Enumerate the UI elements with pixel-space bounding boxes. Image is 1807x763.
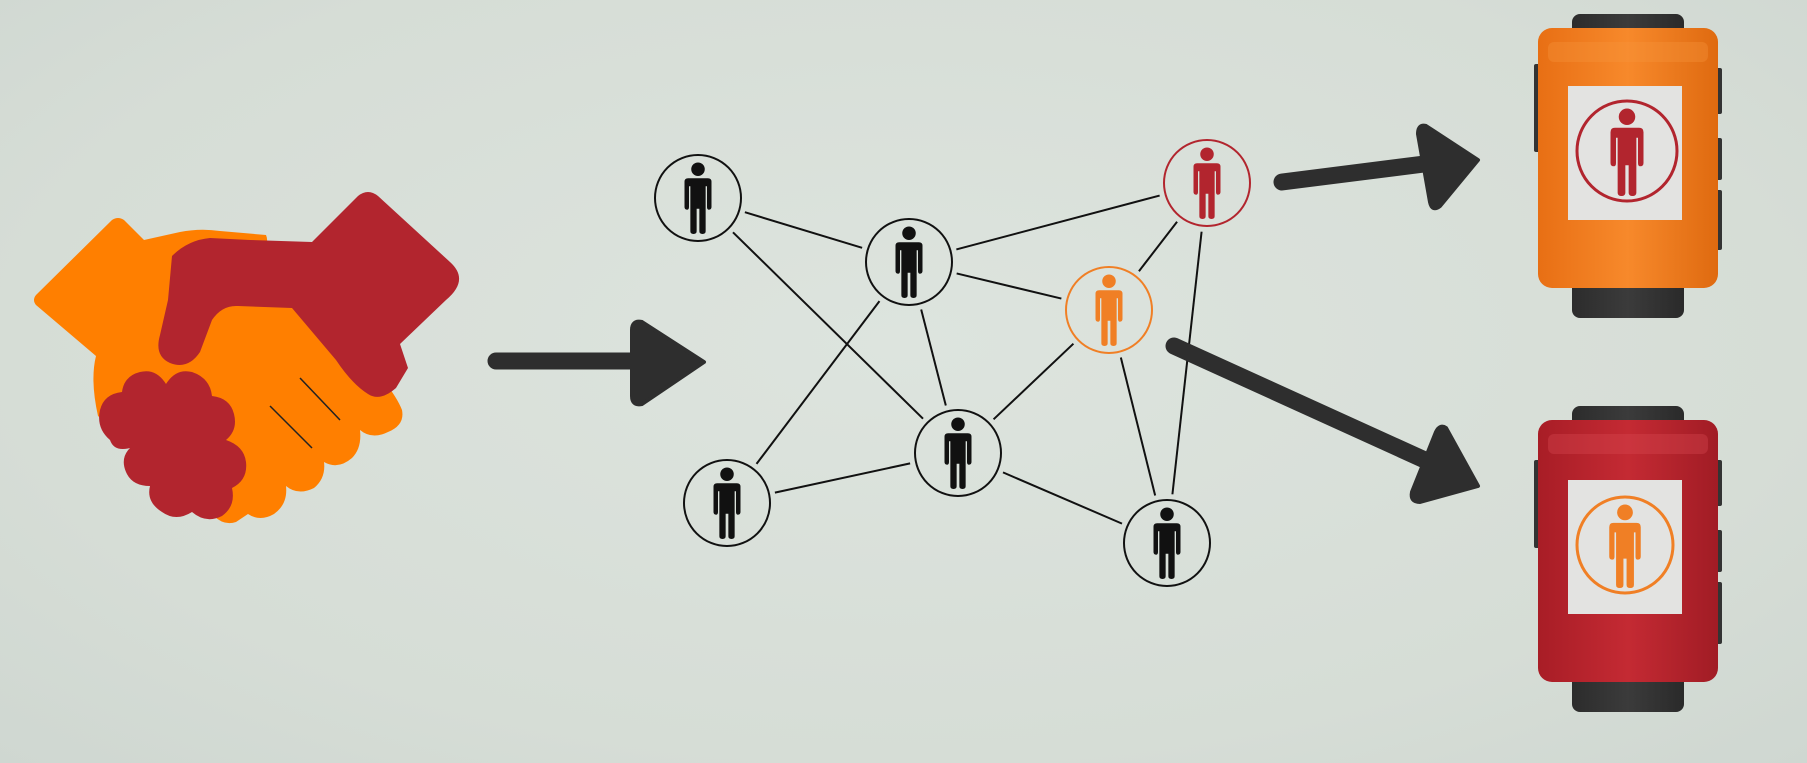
network-node-n2 — [865, 218, 953, 306]
handshake-finger-line-2 — [299, 377, 341, 421]
network-edge-n3-n7 — [1171, 231, 1203, 495]
network-edge-n2-n3 — [956, 194, 1160, 251]
person-icon — [713, 467, 741, 539]
network-edge-n4-n7 — [1119, 357, 1157, 496]
network-edge-n6-n5 — [774, 462, 911, 494]
person-icon — [944, 417, 972, 489]
network-node-n1 — [654, 154, 742, 242]
handshake-finger-line-1 — [269, 405, 313, 449]
network-edges — [732, 194, 1203, 525]
network-node-ring — [1065, 266, 1153, 354]
person-icon — [1153, 507, 1181, 579]
network-node-ring — [1163, 139, 1251, 227]
network-edge-n2-n5 — [920, 309, 947, 406]
network-nodes — [654, 139, 1251, 587]
network-node-n3 — [1163, 139, 1251, 227]
arrow-to-red-watch-icon — [1165, 337, 1480, 504]
network-edge-n2-n6 — [755, 300, 881, 465]
network-node-ring — [1123, 499, 1211, 587]
network-edge-n5-n7 — [1002, 471, 1123, 525]
network-node-n4 — [1065, 266, 1153, 354]
network-node-ring — [865, 218, 953, 306]
handshake-red-hand — [158, 192, 460, 397]
smartwatch-red — [1534, 406, 1722, 712]
network-edge-n1-n2 — [744, 211, 863, 249]
handshake-icon — [34, 192, 460, 524]
handshake-red-fingers — [99, 371, 247, 520]
network-edge-n4-n5 — [992, 342, 1075, 421]
smartwatch-orange — [1534, 14, 1722, 318]
person-icon — [895, 226, 923, 298]
network-node-n7 — [1123, 499, 1211, 587]
network-edge-n1-n5 — [732, 231, 924, 420]
network-node-ring — [683, 459, 771, 547]
person-icon — [1193, 147, 1221, 219]
person-icon — [684, 162, 712, 234]
network-node-n6 — [683, 459, 771, 547]
network-edge-n3-n4 — [1138, 221, 1178, 272]
person-icon — [1095, 274, 1123, 346]
network-node-n5 — [914, 409, 1002, 497]
network-edge-n2-n4 — [956, 272, 1062, 300]
arrow-right-icon — [487, 319, 706, 407]
network-node-ring — [654, 154, 742, 242]
network-node-ring — [914, 409, 1002, 497]
arrow-to-orange-watch-icon — [1273, 123, 1480, 211]
